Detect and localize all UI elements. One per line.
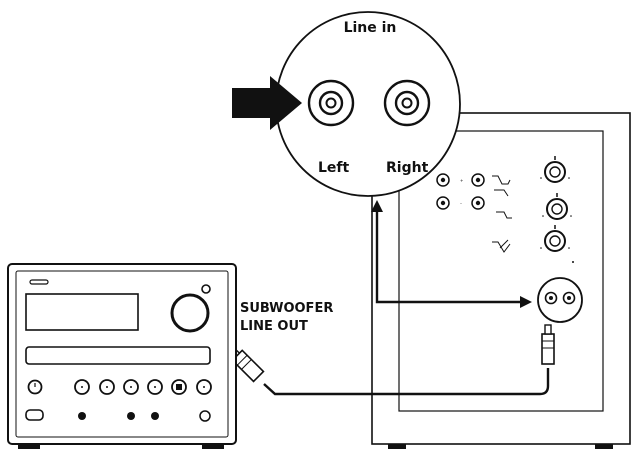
callout-left-label: Left bbox=[318, 160, 350, 176]
cable-plug-subwoofer bbox=[541, 324, 555, 365]
callout-circle bbox=[275, 11, 461, 197]
source-label-line2: LINE OUT bbox=[240, 319, 308, 334]
arrowhead-up-icon bbox=[371, 200, 383, 212]
display-window bbox=[25, 293, 139, 331]
callout-title: Line in bbox=[344, 20, 397, 36]
cable-wire bbox=[263, 368, 550, 396]
source-unit bbox=[7, 263, 237, 449]
arrowhead-right-icon bbox=[520, 296, 532, 308]
filter-symbols bbox=[492, 175, 512, 253]
top-slot bbox=[29, 279, 49, 285]
source-foot-left bbox=[18, 444, 40, 449]
signal-path bbox=[375, 205, 526, 304]
svg-text:–: – bbox=[460, 201, 462, 206]
input-jack-3 bbox=[151, 412, 159, 420]
button-glyphs bbox=[34, 383, 205, 390]
knob-ticks bbox=[540, 177, 574, 263]
arrow-right-icon bbox=[232, 76, 302, 130]
svg-text:+: + bbox=[460, 178, 463, 183]
source-foot-right bbox=[202, 444, 224, 449]
volume-knob-icon bbox=[170, 293, 210, 333]
input-jack-4 bbox=[199, 410, 211, 422]
knob-2 bbox=[546, 193, 568, 220]
input-jack-2 bbox=[127, 412, 135, 420]
source-unit-inner bbox=[15, 270, 229, 438]
source-label-line1: SUBWOOFER bbox=[240, 301, 333, 316]
subwoofer-foot-right bbox=[595, 444, 613, 449]
disc-tray bbox=[25, 346, 211, 365]
line-in-callout: Line in Left Right bbox=[275, 11, 461, 197]
line-in-left-jack-icon bbox=[307, 79, 355, 127]
panel-input-circle bbox=[537, 277, 583, 323]
subwoofer-foot-left bbox=[388, 444, 406, 449]
knob-1 bbox=[544, 156, 566, 183]
signal-line bbox=[375, 205, 526, 304]
line-in-right-jack-icon bbox=[383, 79, 431, 127]
knob-3 bbox=[544, 225, 566, 252]
subwoofer: + – bbox=[371, 112, 631, 449]
input-jack-1 bbox=[78, 412, 86, 420]
bottom-left-button bbox=[25, 409, 44, 421]
small-indicator bbox=[201, 284, 211, 294]
panel-line-in-jacks: + – bbox=[436, 173, 485, 210]
callout-right-label: Right bbox=[386, 160, 429, 176]
